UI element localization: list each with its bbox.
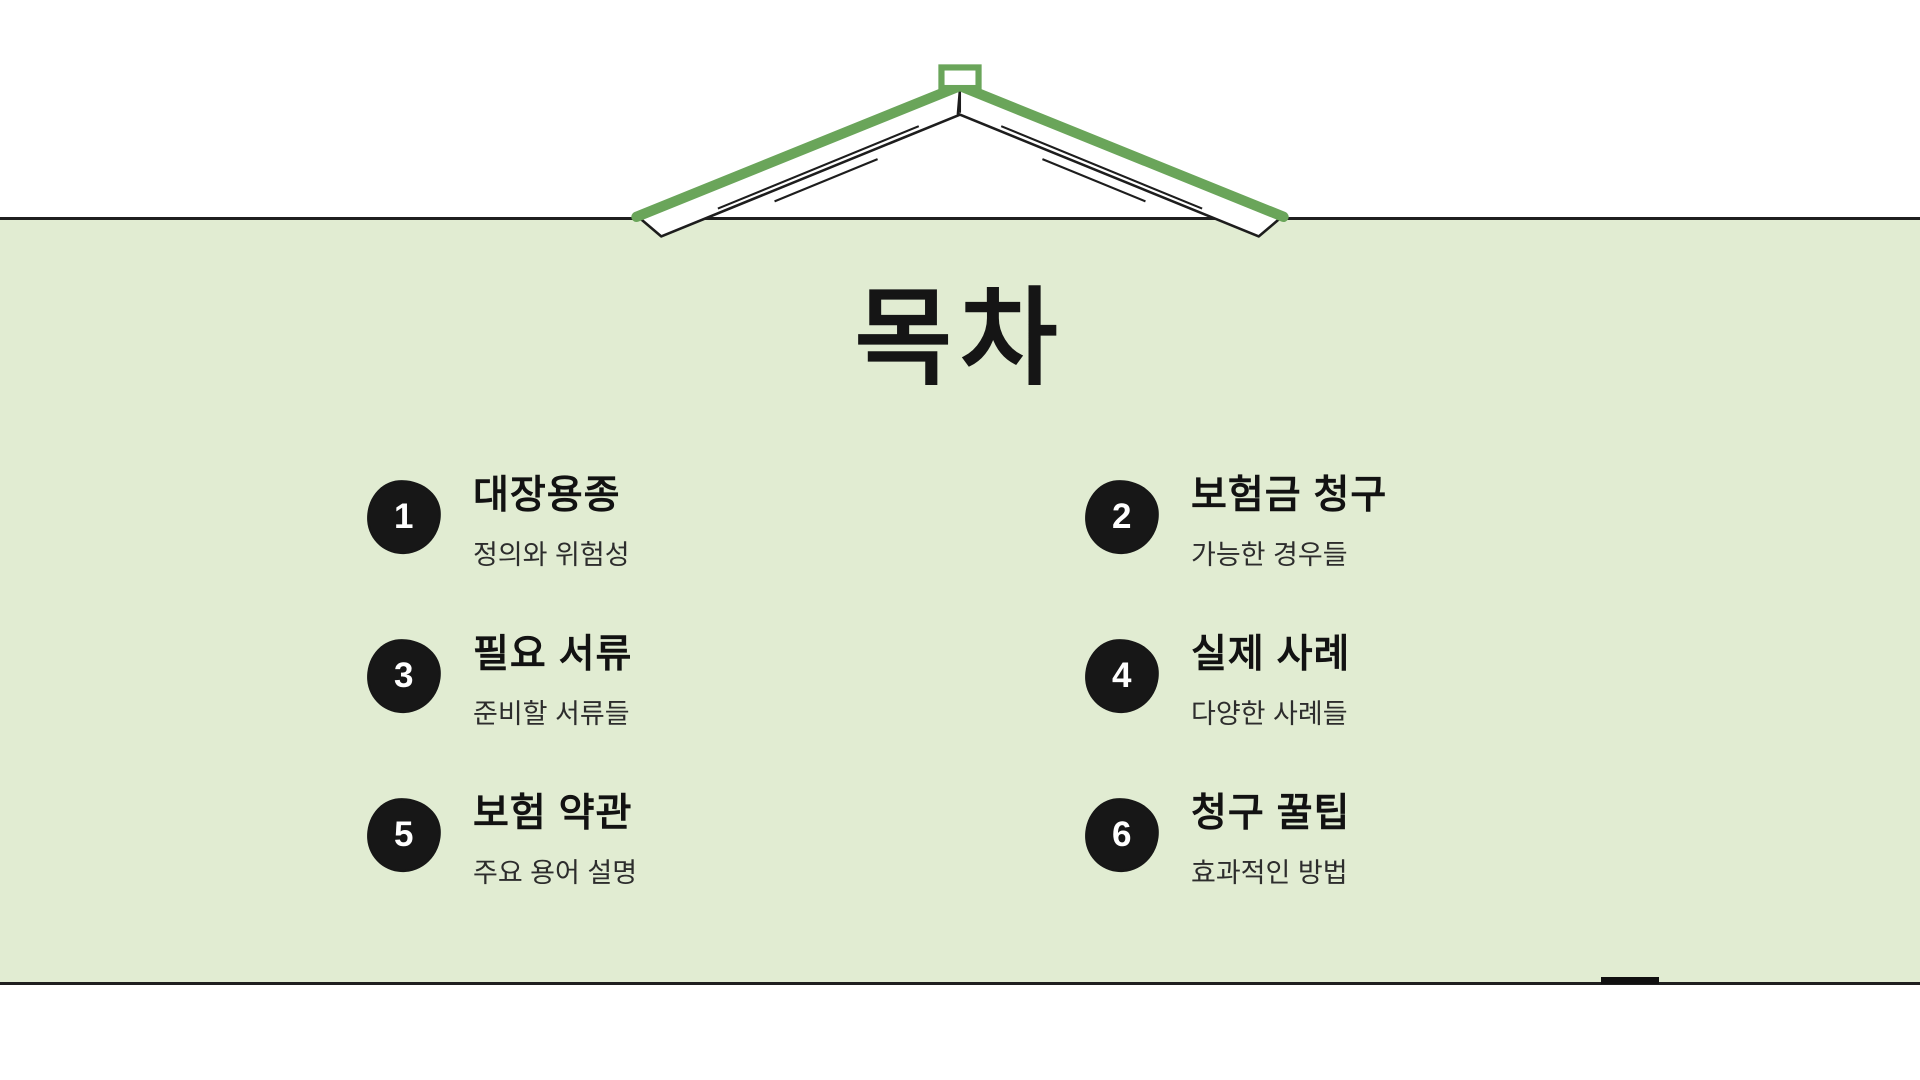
item-number: 4	[1112, 656, 1132, 695]
toc-item-5: 5 보험 약관 주요 용어 설명	[366, 792, 1087, 951]
item-subtitle: 다양한 사례들	[1191, 698, 1348, 729]
item-title: 청구 꿀팁	[1191, 792, 1351, 835]
item-number-badge: 6	[1084, 797, 1160, 873]
item-number: 5	[394, 815, 414, 854]
item-number-badge: 1	[366, 479, 442, 555]
item-number-badge: 3	[366, 638, 442, 714]
item-number-badge: 2	[1084, 479, 1160, 555]
item-title: 실제 사례	[1191, 633, 1351, 676]
page-title: 목차	[854, 280, 1066, 398]
item-number: 1	[394, 497, 414, 536]
item-subtitle: 정의와 위험성	[473, 539, 630, 570]
toc-item-2: 2 보험금 청구 가능한 경우들	[1084, 474, 1669, 633]
toc-item-1: 1 대장용종 정의와 위험성	[366, 474, 1087, 633]
bottom-right-dash	[1601, 977, 1659, 984]
toc-item-4: 4 실제 사례 다양한 사례들	[1084, 633, 1669, 792]
item-title: 보험 약관	[473, 792, 633, 835]
item-subtitle: 효과적인 방법	[1191, 857, 1348, 888]
item-subtitle: 준비할 서류들	[473, 698, 630, 729]
open-book-icon	[631, 64, 1289, 238]
item-number: 6	[1112, 815, 1132, 854]
item-title: 보험금 청구	[1191, 474, 1388, 517]
item-subtitle: 가능한 경우들	[1191, 539, 1348, 570]
toc-item-3: 3 필요 서류 준비할 서류들	[366, 633, 1087, 792]
item-subtitle: 주요 용어 설명	[473, 857, 638, 888]
item-title: 대장용종	[473, 474, 621, 517]
item-title: 필요 서류	[473, 633, 633, 676]
content-panel	[0, 217, 1920, 985]
item-number: 2	[1112, 497, 1132, 536]
toc-list: 1 대장용종 정의와 위험성 2 보험금 청구 가능한 경우들 3 필요 서류 …	[366, 474, 1669, 951]
item-number: 3	[394, 656, 414, 695]
item-number-badge: 4	[1084, 638, 1160, 714]
toc-item-6: 6 청구 꿀팁 효과적인 방법	[1084, 792, 1669, 951]
item-number-badge: 5	[366, 797, 442, 873]
